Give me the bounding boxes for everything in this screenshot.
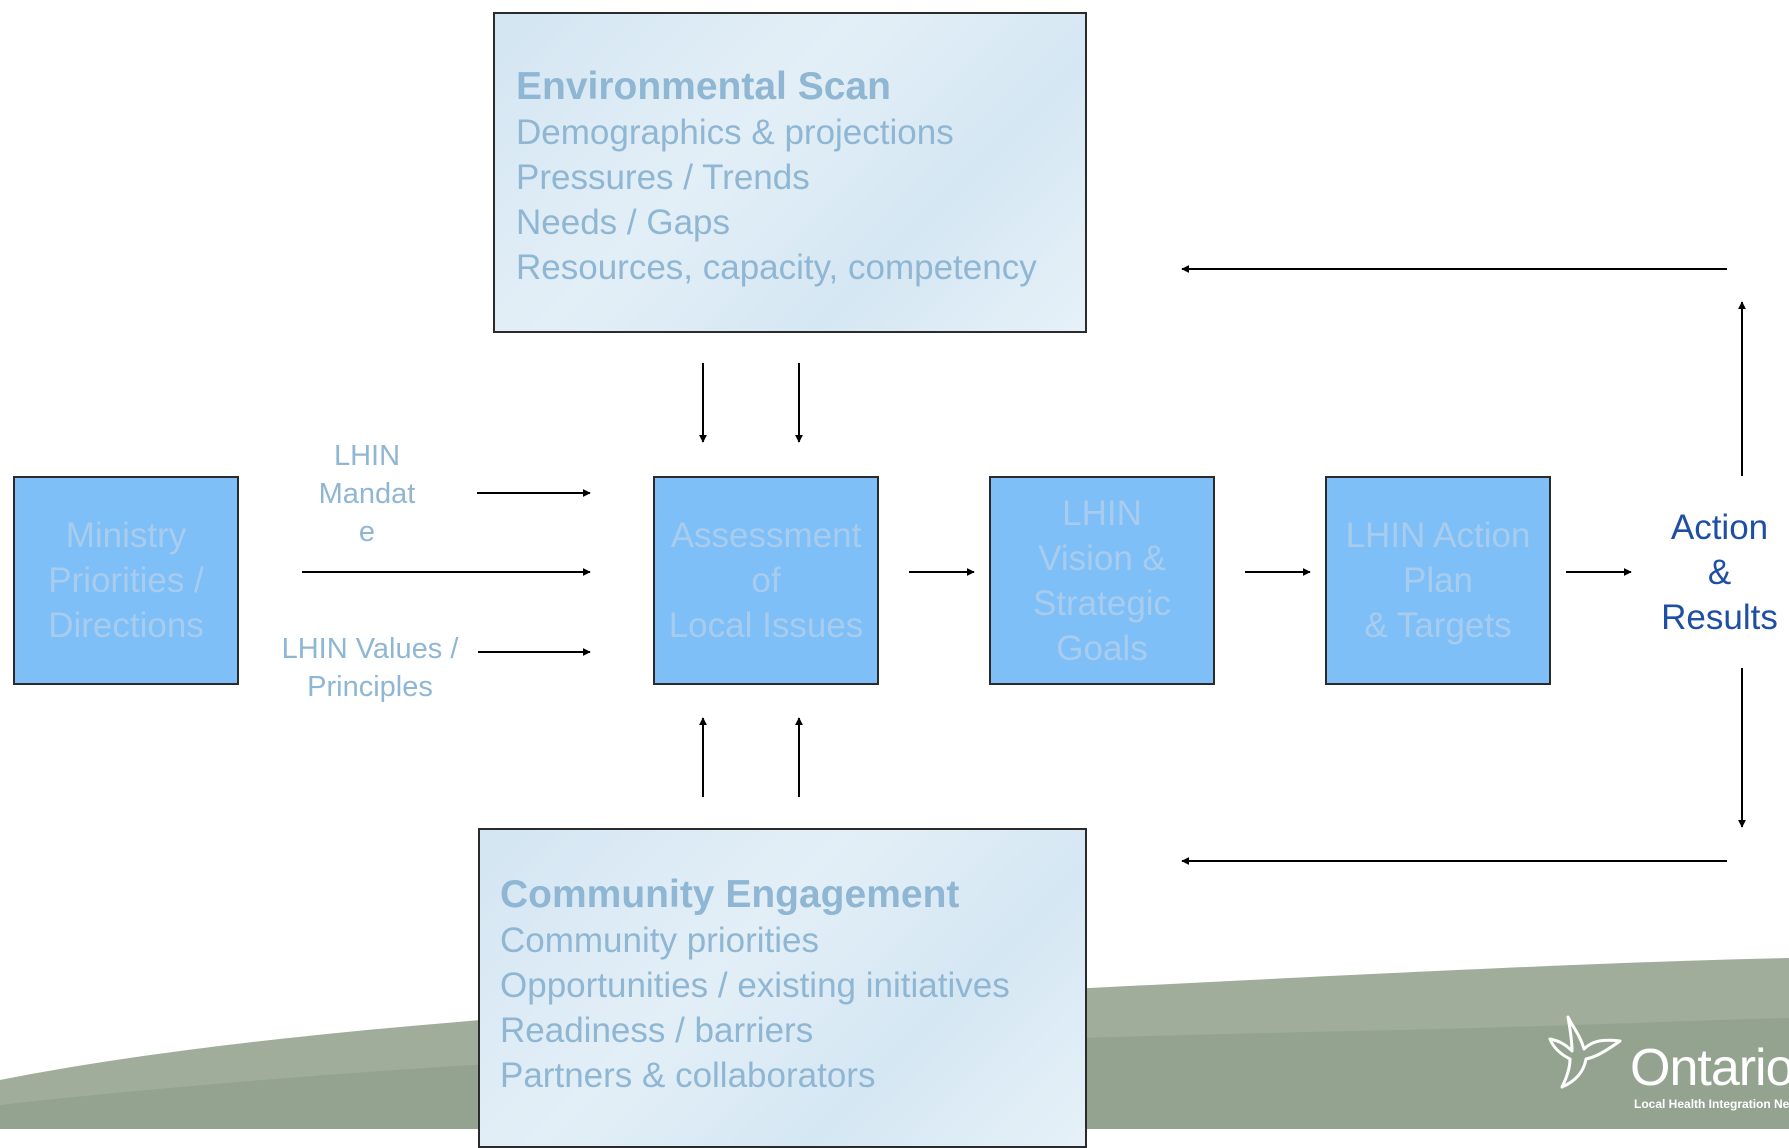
community-engagement-title: Community Engagement — [500, 873, 960, 916]
assessment-box: Assessment of Local Issues — [653, 476, 879, 685]
action-plan-box: LHIN Action Plan & Targets — [1325, 476, 1551, 685]
community-engagement-box: Community Engagement Community prioritie… — [478, 828, 1087, 1148]
community-engagement-item: Readiness / barriers — [500, 1011, 814, 1050]
environmental-scan-title: Environmental Scan — [516, 65, 891, 108]
vision-goals-box: LHIN Vision & Strategic Goals — [989, 476, 1215, 685]
environmental-scan-item: Pressures / Trends — [516, 158, 810, 197]
environmental-scan-item: Resources, capacity, competency — [516, 248, 1037, 287]
lhin-mandate-label: LHIN Mandat e — [318, 440, 416, 548]
trillium-icon — [1548, 1015, 1622, 1089]
logo-subtitle: Local Health Integration Network — [1634, 1097, 1789, 1111]
ontario-logo: Ontario Local Health Integration Network — [1540, 1005, 1789, 1129]
community-engagement-item: Opportunities / existing initiatives — [500, 966, 1010, 1005]
logo-ontario-text: Ontario — [1630, 1039, 1789, 1097]
community-engagement-item: Partners & collaborators — [500, 1056, 876, 1095]
environmental-scan-box: Environmental Scan Demographics & projec… — [493, 12, 1087, 333]
ministry-priorities-box: Ministry Priorities / Directions — [13, 476, 239, 685]
environmental-scan-item: Needs / Gaps — [516, 203, 730, 242]
lhin-values-label: LHIN Values / Principles — [281, 633, 459, 703]
environmental-scan-item: Demographics & projections — [516, 113, 954, 152]
action-results-label: Action & Results — [1661, 508, 1778, 637]
community-engagement-item: Community priorities — [500, 921, 819, 960]
